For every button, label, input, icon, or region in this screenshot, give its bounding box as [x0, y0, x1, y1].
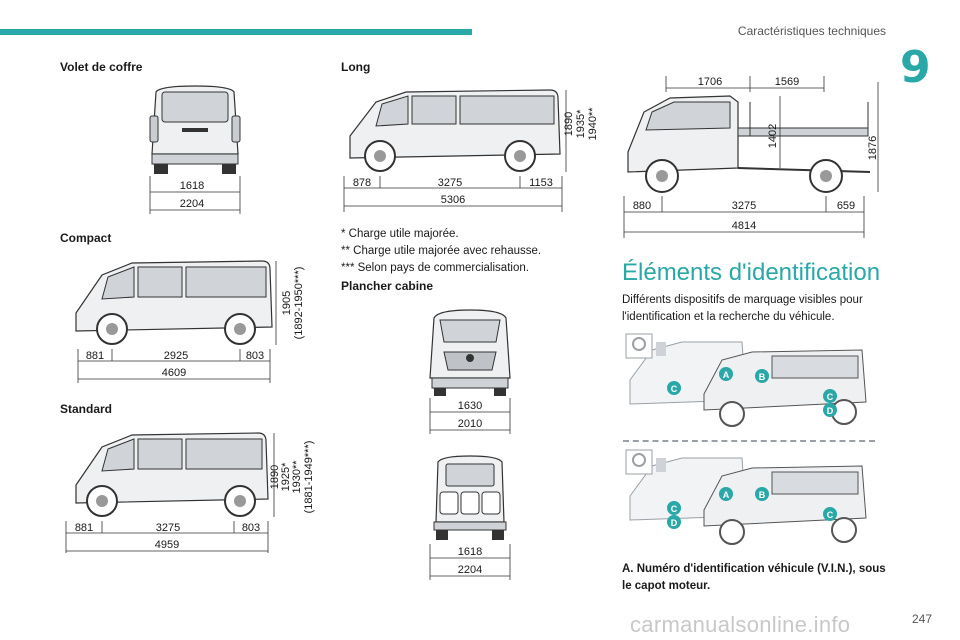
section-paragraph: Différents dispositifs de marquage visib… [622, 294, 863, 323]
dim-cab-length: 4814 [732, 220, 756, 232]
footnotes: * Charge utile majorée. ** Charge utile … [341, 226, 541, 277]
heading-compact: Compact [60, 231, 112, 245]
page-number: 247 [911, 612, 932, 626]
dim-volet-width: 1618 [180, 180, 204, 192]
dim-plancher-front-width: 1630 [458, 400, 482, 412]
marker-d-bottom: D [671, 518, 678, 528]
dim-cab-top-2: 1569 [775, 76, 799, 88]
caption-vin: A. Numéro d'identification véhicule (V.I… [622, 563, 886, 592]
dim-long-wheelbase: 3275 [438, 177, 462, 189]
marker-c-bottom-right: C [827, 510, 834, 520]
dim-compact-height-range: (1892-1950***) [293, 267, 305, 340]
dim-standard-height: 1890 [269, 465, 281, 489]
dim-plancher-rear-width: 1618 [458, 546, 482, 558]
heading-long: Long [341, 60, 371, 74]
marker-d-top: D [827, 406, 834, 416]
dim-volet-mirrors: 2204 [180, 198, 204, 210]
figure-plancher-front: 1630 2010 [420, 306, 520, 436]
footnote-1: * Charge utile majorée. [341, 228, 459, 240]
dim-long-rear: 1153 [529, 177, 553, 189]
dim-cab-platform-height: 1402 [767, 124, 779, 148]
identification-divider [623, 440, 875, 442]
dim-long-height-2: 1940** [587, 107, 599, 141]
dim-long-height-1: 1935* [575, 109, 587, 138]
dim-compact-wheelbase: 2925 [164, 350, 188, 362]
marker-b-top: B [759, 372, 766, 382]
dim-long-length: 5306 [441, 194, 465, 206]
heading-plancher: Plancher cabine [341, 279, 434, 293]
marker-a-bottom: A [723, 490, 730, 500]
figure-identification-top: A B C C D [622, 330, 878, 434]
dim-standard-height-range: (1881-1949***) [303, 441, 315, 514]
dim-compact-height: 1905 [281, 291, 293, 315]
dim-long-front: 878 [353, 177, 371, 189]
dim-standard-rear: 803 [242, 522, 260, 534]
dim-compact-front: 881 [86, 350, 104, 362]
dim-standard-front: 881 [75, 522, 93, 534]
figure-plancher-rear: 1618 2204 [420, 452, 520, 582]
chapter-number: 9 [900, 42, 931, 93]
dim-cab-rear: 659 [837, 200, 855, 212]
marker-c-bottom-left: C [671, 504, 678, 514]
footnote-3: *** Selon pays de commercialisation. [341, 262, 529, 274]
marker-a-top: A [723, 370, 730, 380]
dim-cab-front: 880 [633, 200, 651, 212]
dim-standard-length: 4959 [155, 539, 179, 551]
dim-plancher-front-mirrors: 2010 [458, 418, 482, 430]
dim-cab-top-1: 1706 [698, 76, 722, 88]
heading-standard: Standard [60, 402, 113, 416]
dim-standard-wheelbase: 3275 [156, 522, 180, 534]
figure-compact-side: 881 2925 803 4609 1905 (1892-1950***) [62, 255, 310, 385]
dim-compact-rear: 803 [246, 350, 264, 362]
dim-plancher-rear-mirrors: 2204 [458, 564, 482, 576]
dim-cab-wheelbase: 3275 [732, 200, 756, 212]
marker-c-top-left: C [671, 384, 678, 394]
dim-compact-length: 4609 [162, 367, 186, 379]
watermark: carmanualsonline.info [630, 612, 851, 637]
marker-b-bottom: B [759, 490, 766, 500]
dim-cab-height: 1876 [867, 136, 879, 160]
dim-standard-height-2: 1930** [291, 460, 303, 494]
figure-volet-rear: 1618 2204 [140, 84, 250, 216]
heading-volet: Volet de coffre [60, 60, 143, 74]
figure-identification-bottom: A B C D C [622, 446, 878, 550]
marker-c-top-right: C [827, 392, 834, 402]
section-title: Éléments d'identification [622, 259, 881, 286]
dim-standard-height-1: 1925* [280, 462, 292, 491]
header-title: Caractéristiques techniques [737, 24, 886, 38]
figure-cab-chassis: 1706 1569 1402 1876 880 3275 659 4814 [620, 72, 890, 240]
figure-long-side: 878 3275 1153 5306 1890 1935* 1940** [340, 84, 610, 214]
figure-standard-side: 881 3275 803 4959 1890 1925* 1930** (188… [62, 427, 324, 555]
dim-long-height: 1890 [563, 112, 575, 136]
header-accent-bar [0, 29, 472, 35]
footnote-2: ** Charge utile majorée avec rehausse. [341, 245, 542, 257]
